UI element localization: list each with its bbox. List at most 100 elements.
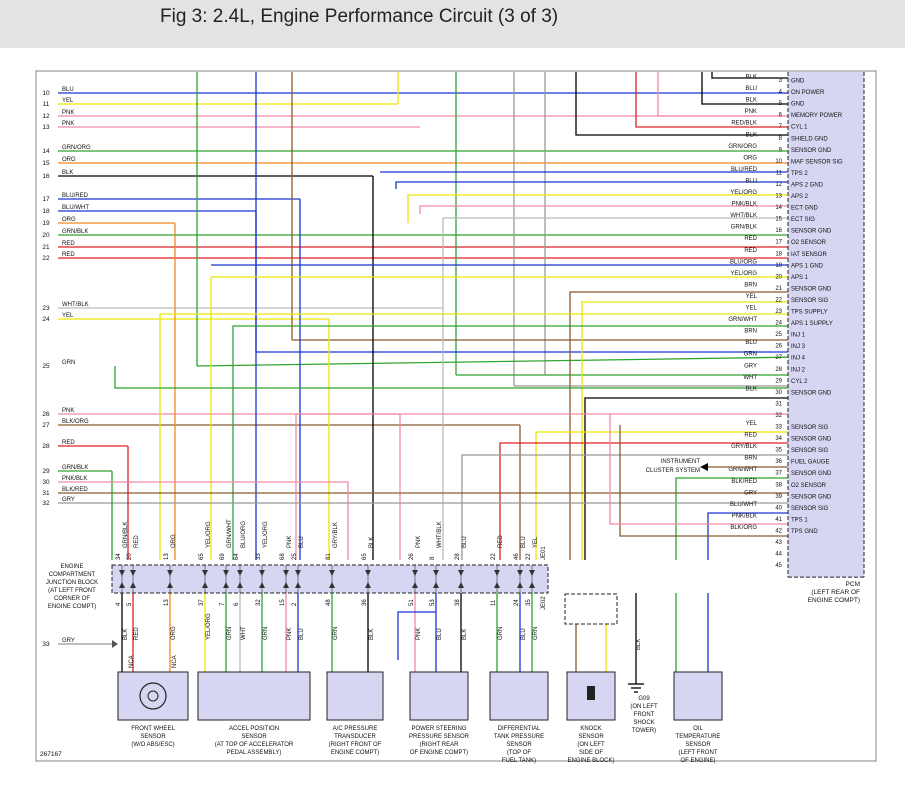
wire-aps2-gnd (395, 181, 788, 189)
junction-bottom-pin: 51 (409, 599, 415, 606)
junction-pin-arrow (237, 582, 243, 588)
pcm-pin-number: 8 (779, 136, 783, 142)
wire-shield-gnd (575, 72, 788, 136)
pcm-pin-function: ON POWER (791, 90, 825, 96)
pcm-pin-number: 19 (775, 263, 782, 269)
differential-tank-sensor-label: SENSOR (506, 742, 532, 748)
left-wire-number: 26 (42, 411, 50, 418)
junction-top-pin: 13 (164, 553, 170, 560)
pcm-pin-function: TPS 1 (791, 517, 808, 523)
pcm-pin-number: 30 (775, 390, 782, 396)
pcm-pin-number: 9 (779, 147, 783, 153)
left-wire-number: 25 (42, 363, 50, 370)
pcm-pin-number: 37 (775, 471, 782, 477)
left-wire-number: 21 (42, 244, 50, 251)
pcm-pin-number: 29 (775, 378, 782, 384)
left-wire-number: 20 (42, 232, 50, 239)
pcm-wire-color-label: PNK (745, 109, 757, 115)
left-wire-color-label: PNK (62, 110, 74, 116)
pcm-pin-function: MEMORY POWER (791, 113, 843, 119)
pcm-pin-number: 31 (775, 401, 782, 407)
wire-sensor-sig-35 (461, 454, 788, 560)
ground-label: G09 (638, 696, 650, 702)
junction-bottom-wire: RED (134, 627, 140, 640)
pcm-wire-color-label: RED (744, 433, 757, 439)
junction-pin-arrow (517, 570, 523, 576)
pcm-wire-color-label: WHT (743, 375, 757, 381)
pcm-wire-color-label: RED (744, 248, 757, 254)
junction-bottom-pin: 48 (326, 599, 332, 606)
junction-bottom-pin: 24 (514, 599, 520, 606)
junction-top-wire: BLU (462, 536, 468, 548)
wire-inj4-link (196, 356, 789, 367)
junction-bottom-pin: 37 (199, 599, 205, 606)
junction-top-pin: 69 (220, 553, 226, 560)
left-wire-number: 15 (42, 160, 50, 167)
pcm-wire-color-label: RED (744, 236, 757, 242)
pcm-pin-number: 22 (775, 297, 782, 303)
left-wire-color-label: YEL (62, 98, 74, 104)
junction-top-wire: BLU (521, 536, 527, 548)
pcm-pin-function: INJ 1 (791, 333, 806, 339)
ground-label: SHOCK (633, 720, 654, 726)
junction-pin-arrow (130, 582, 136, 588)
pcm-wire-color-label: BRN (744, 329, 757, 335)
left-wire-number: 10 (42, 90, 50, 97)
junction-pin-arrow (167, 582, 173, 588)
power-steering-sensor-label: (RIGHT REAR (420, 742, 460, 748)
pcm-wire-color-label: GRN/BLK (731, 225, 757, 231)
junction-pin-arrow (529, 570, 535, 576)
pcm-pin-number: 28 (775, 367, 782, 373)
power-steering-sensor-body (409, 671, 469, 721)
front-wheel-sensor-label: (W/O ABS/ESC) (131, 742, 174, 748)
pcm-wire-color-label: YEL (746, 421, 758, 427)
left-wire-color-label: YEL (62, 313, 74, 319)
ground-wire-label: BLK (636, 639, 642, 650)
pcm-pin-number: 4 (779, 90, 783, 96)
pcm-pin-number: 27 (775, 355, 782, 361)
junction-bottom-wire: BLK (123, 629, 129, 640)
pcm-wire-color-label: GRN/ORG (728, 144, 757, 150)
junction-bottom-wire: YEL/ORG (206, 613, 212, 640)
left-wire-number: 14 (42, 148, 50, 155)
knock-sensor-label: SENSOR (578, 734, 604, 740)
pcm-pin-function: SENSOR SIG (791, 506, 829, 512)
pcm-label: PCM (846, 581, 860, 588)
junction-pin-arrow (283, 570, 289, 576)
pcm-wire-color-label: PNK/BLK (732, 202, 757, 208)
junction-top-wire: BLK (369, 537, 375, 548)
junction-bottom-pin: 7 (220, 602, 226, 606)
pcm-pin-number: 7 (779, 124, 783, 130)
junction-bottom-wire: PNK (416, 628, 422, 640)
pcm-pin-number: 6 (779, 113, 783, 119)
junction-pin-arrow (223, 570, 229, 576)
pcm-wire-color-label: BLU (745, 178, 757, 184)
junction-top-wire: GRN/BLK (123, 522, 129, 548)
wire-memory-power (657, 72, 788, 117)
pcm-pin-function: SENSOR GND (791, 148, 832, 154)
wire-gnd-5 (701, 72, 788, 105)
junction-bottom-wire: WHT (241, 626, 247, 640)
pcm-pin-function: IAT SENSOR (791, 252, 827, 258)
left-wire-color-label: GRY (62, 638, 75, 644)
junction-top-pin: 81 (326, 553, 332, 560)
pcm-location: (LEFT REAR OF (811, 589, 860, 596)
pcm-pin-function: ECT SIG (791, 217, 815, 223)
pcm-pin-number: 11 (776, 170, 783, 176)
junction-pin-arrow (237, 570, 243, 576)
junction-top-wire: GRN/WHT (227, 519, 233, 548)
junction-top-wire: YEL/ORG (263, 521, 269, 548)
power-steering-sensor-label: PRESSURE SENSOR (409, 734, 470, 740)
pcm-wire-color-label: BLU/ORG (730, 259, 757, 265)
junction-pin-arrow (365, 570, 371, 576)
pcm-wire-color-label: BLK (746, 132, 757, 138)
ground-label: TOWER) (632, 728, 656, 734)
pcm-pin-function: MAF SENSOR SIG (791, 159, 843, 165)
junction-top-wire: RED (134, 535, 140, 548)
pcm-pin-function: APS 1 GND (791, 263, 824, 269)
junction-bottom-wire: GRN (333, 627, 339, 640)
differential-tank-sensor-label: (TOP OF (507, 750, 531, 756)
pcm-pin-number: 45 (775, 563, 782, 569)
